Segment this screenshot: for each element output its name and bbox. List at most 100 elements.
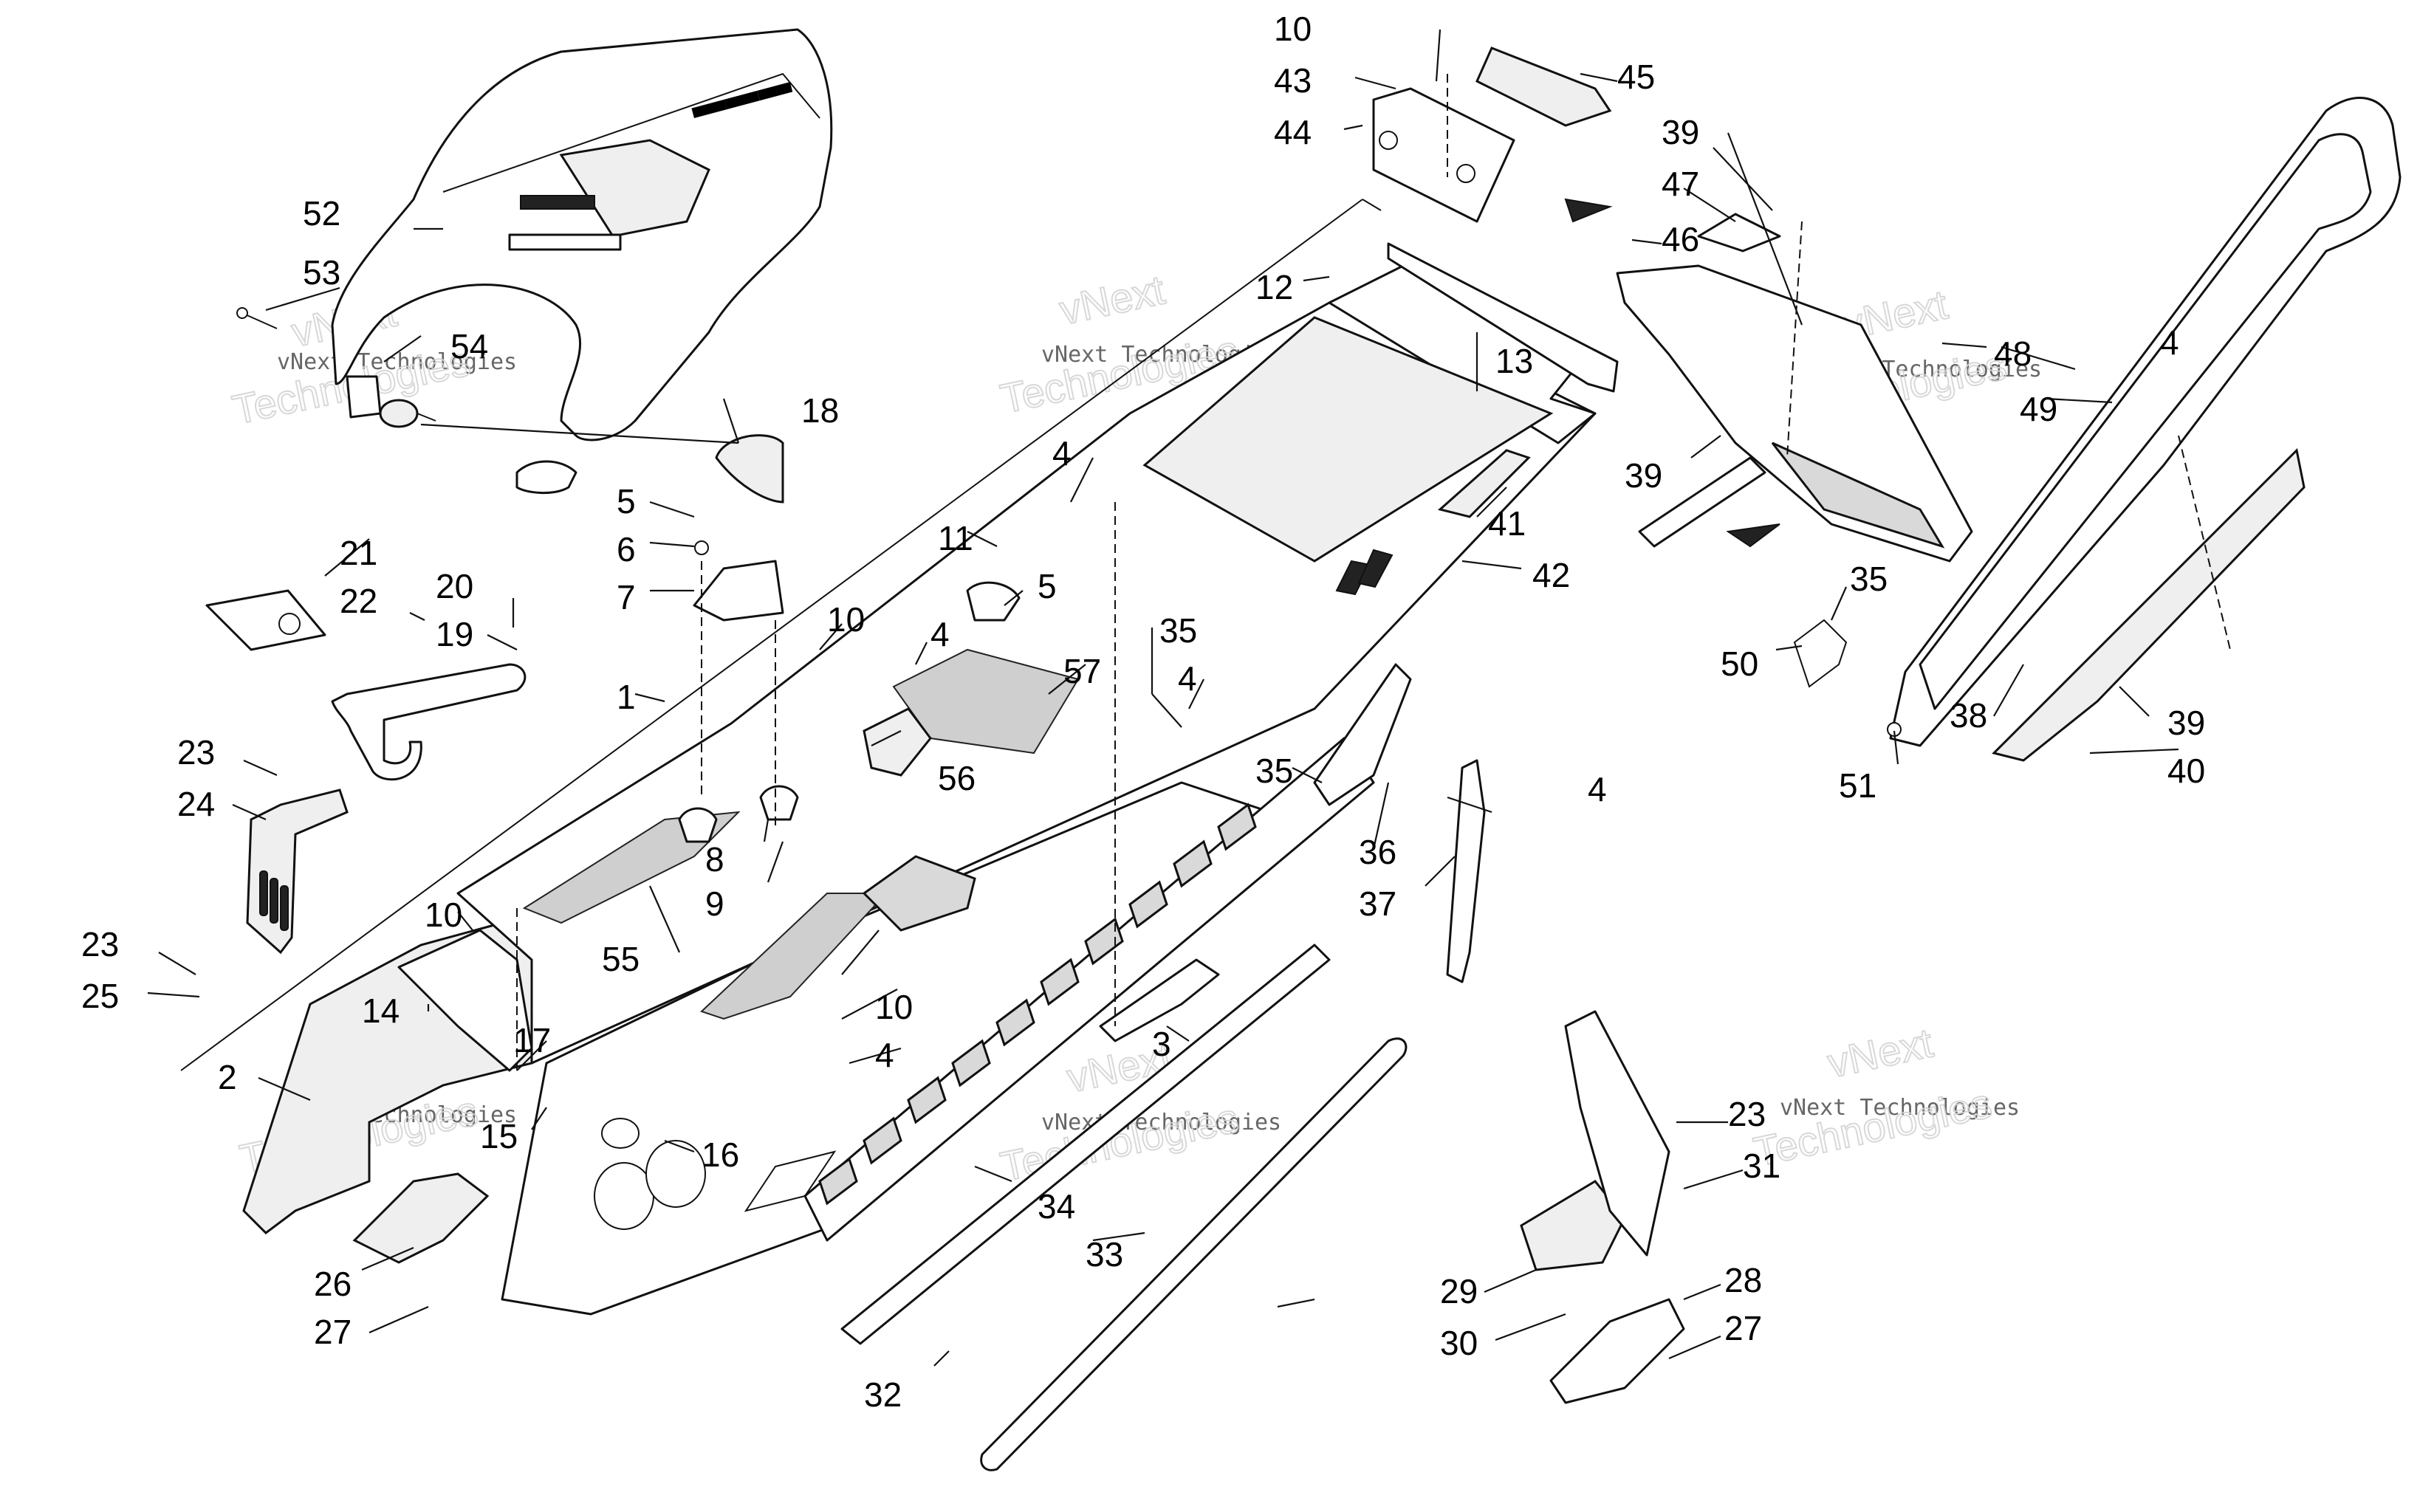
cover-45 bbox=[1475, 47, 1612, 127]
callout-34: 34 bbox=[1038, 1187, 1075, 1226]
callout-4: 4 bbox=[875, 1036, 894, 1074]
callout-2: 2 bbox=[218, 1058, 237, 1096]
callout-1: 1 bbox=[617, 678, 636, 716]
seat-ridge-line bbox=[442, 72, 820, 193]
callout-39: 39 bbox=[1625, 456, 1662, 495]
seat-top-panel bbox=[559, 139, 710, 238]
callout-43: 43 bbox=[1274, 61, 1312, 100]
svg-text:vNext: vNext bbox=[1055, 266, 1169, 333]
callout-7: 7 bbox=[617, 578, 636, 616]
callout-26: 26 bbox=[314, 1265, 352, 1303]
footrest-28 bbox=[1549, 1298, 1685, 1404]
mount-56 bbox=[863, 707, 932, 777]
callout-39: 39 bbox=[2167, 704, 2205, 742]
callout-39: 39 bbox=[1662, 113, 1699, 151]
callout-4: 4 bbox=[930, 615, 950, 653]
callout-10: 10 bbox=[827, 600, 865, 639]
callout-48: 48 bbox=[1994, 334, 2032, 373]
callout-23: 23 bbox=[1728, 1095, 1766, 1133]
plate-13 bbox=[1387, 242, 1619, 393]
watermark-bottom-right: vNext vNext Technologies Technologies bbox=[1749, 1018, 2020, 1175]
callout-13: 13 bbox=[1495, 342, 1533, 380]
callout-53: 53 bbox=[303, 253, 340, 292]
callout-55: 55 bbox=[602, 940, 640, 978]
cover-21 bbox=[205, 589, 326, 651]
callout-12: 12 bbox=[1255, 268, 1293, 306]
callout-6: 6 bbox=[617, 530, 636, 568]
callout-52: 52 bbox=[303, 194, 340, 233]
heat-exchanger-fins bbox=[803, 737, 1375, 1242]
callout-46: 46 bbox=[1662, 220, 1699, 258]
seat-latch bbox=[346, 375, 382, 419]
callout-21: 21 bbox=[340, 534, 377, 572]
callout-11: 11 bbox=[938, 519, 973, 557]
callout-9: 9 bbox=[705, 884, 724, 923]
callout-5: 5 bbox=[1038, 567, 1057, 605]
svg-text:vNext Technologies: vNext Technologies bbox=[1041, 1110, 1281, 1135]
rear-bumper-49-inner bbox=[1919, 133, 2372, 710]
callout-30: 30 bbox=[1440, 1324, 1478, 1362]
seat-vent-slots bbox=[508, 195, 622, 251]
callout-35: 35 bbox=[1850, 560, 1888, 598]
callout-45: 45 bbox=[1617, 58, 1655, 96]
plate-5 bbox=[966, 581, 1021, 622]
callout-28: 28 bbox=[1724, 1261, 1762, 1299]
callout-22: 22 bbox=[340, 582, 377, 620]
flap-47 bbox=[1697, 213, 1781, 252]
plate-8 bbox=[678, 807, 718, 843]
callout-25: 25 bbox=[81, 977, 119, 1015]
callout-23: 23 bbox=[81, 925, 119, 963]
callout-17: 17 bbox=[513, 1021, 551, 1059]
callout-47: 47 bbox=[1662, 165, 1699, 203]
callout-10: 10 bbox=[1274, 10, 1312, 48]
strap-39-left bbox=[1638, 456, 1766, 548]
callout-10: 10 bbox=[425, 896, 462, 934]
strap-37 bbox=[1446, 759, 1486, 983]
callout-5: 5 bbox=[617, 482, 636, 520]
callout-23: 23 bbox=[177, 733, 215, 772]
svg-text:vNext Technologies: vNext Technologies bbox=[1780, 1095, 2020, 1121]
cover-26 bbox=[352, 1172, 490, 1264]
callout-16: 16 bbox=[702, 1135, 739, 1174]
tunnel-top-window bbox=[1142, 316, 1554, 563]
hardware-50-51 bbox=[1793, 619, 1902, 737]
foot-plate-29 bbox=[1520, 1180, 1626, 1271]
callout-19: 19 bbox=[436, 615, 473, 653]
callout-44: 44 bbox=[1274, 113, 1312, 151]
callout-4: 4 bbox=[1178, 659, 1197, 698]
rod-33 bbox=[980, 1037, 1408, 1471]
callout-15: 15 bbox=[480, 1117, 518, 1155]
washer-6 bbox=[694, 540, 709, 555]
callout-57: 57 bbox=[1063, 652, 1101, 690]
grab-handle-19 bbox=[331, 663, 527, 781]
svg-text:vNext: vNext bbox=[1823, 1019, 1937, 1086]
traction-pad-55-lower bbox=[700, 893, 888, 1020]
callout-35: 35 bbox=[1159, 611, 1197, 650]
callout-41: 41 bbox=[1488, 504, 1526, 543]
cap-18 bbox=[715, 434, 784, 504]
callout-4: 4 bbox=[2160, 323, 2179, 362]
bracket-7 bbox=[693, 560, 784, 622]
seat-assembly: ▬▬▬ bbox=[331, 28, 833, 495]
console-block bbox=[862, 855, 976, 932]
callout-20: 20 bbox=[436, 567, 473, 605]
seat-knob bbox=[379, 399, 419, 428]
snowflap-pattern bbox=[1771, 441, 1945, 549]
guide-lines bbox=[516, 74, 2231, 1071]
callout-38: 38 bbox=[1950, 696, 1987, 735]
heat-shield-24-vents bbox=[259, 870, 289, 931]
callout-51: 51 bbox=[1839, 766, 1876, 805]
callout-27: 27 bbox=[1724, 1309, 1762, 1347]
bracket-3 bbox=[1099, 958, 1220, 1042]
marker-triangle-bottom bbox=[1726, 523, 1780, 548]
callout-56: 56 bbox=[938, 759, 976, 797]
tunnel-datum-outline bbox=[180, 199, 1382, 1071]
callout-32: 32 bbox=[864, 1375, 902, 1414]
callout-4: 4 bbox=[1052, 434, 1072, 472]
callout-42: 42 bbox=[1532, 556, 1570, 594]
bracket-36 bbox=[1313, 663, 1412, 806]
callout-8: 8 bbox=[705, 840, 724, 879]
callout-31: 31 bbox=[1743, 1147, 1780, 1185]
callout-10: 10 bbox=[875, 988, 913, 1026]
